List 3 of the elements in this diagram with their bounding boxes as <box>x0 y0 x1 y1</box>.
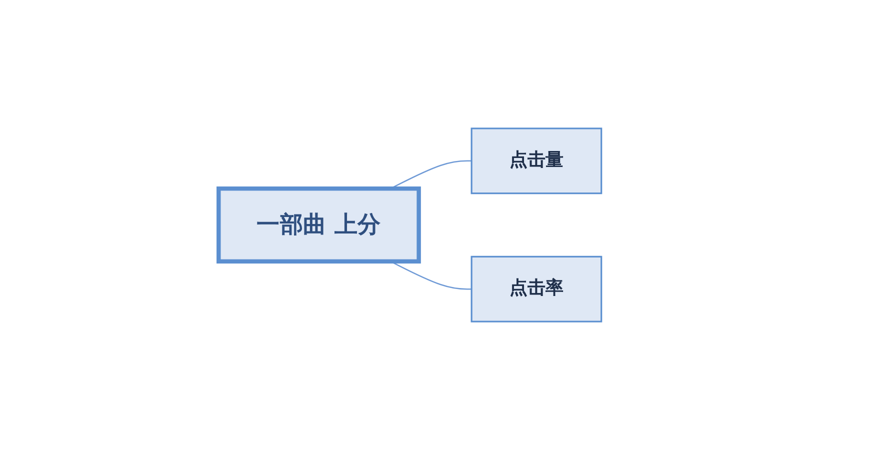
node-box: 一部曲 上分 <box>216 186 421 264</box>
node-box: 点击率 <box>470 256 602 322</box>
node-box: 点击量 <box>470 128 602 194</box>
